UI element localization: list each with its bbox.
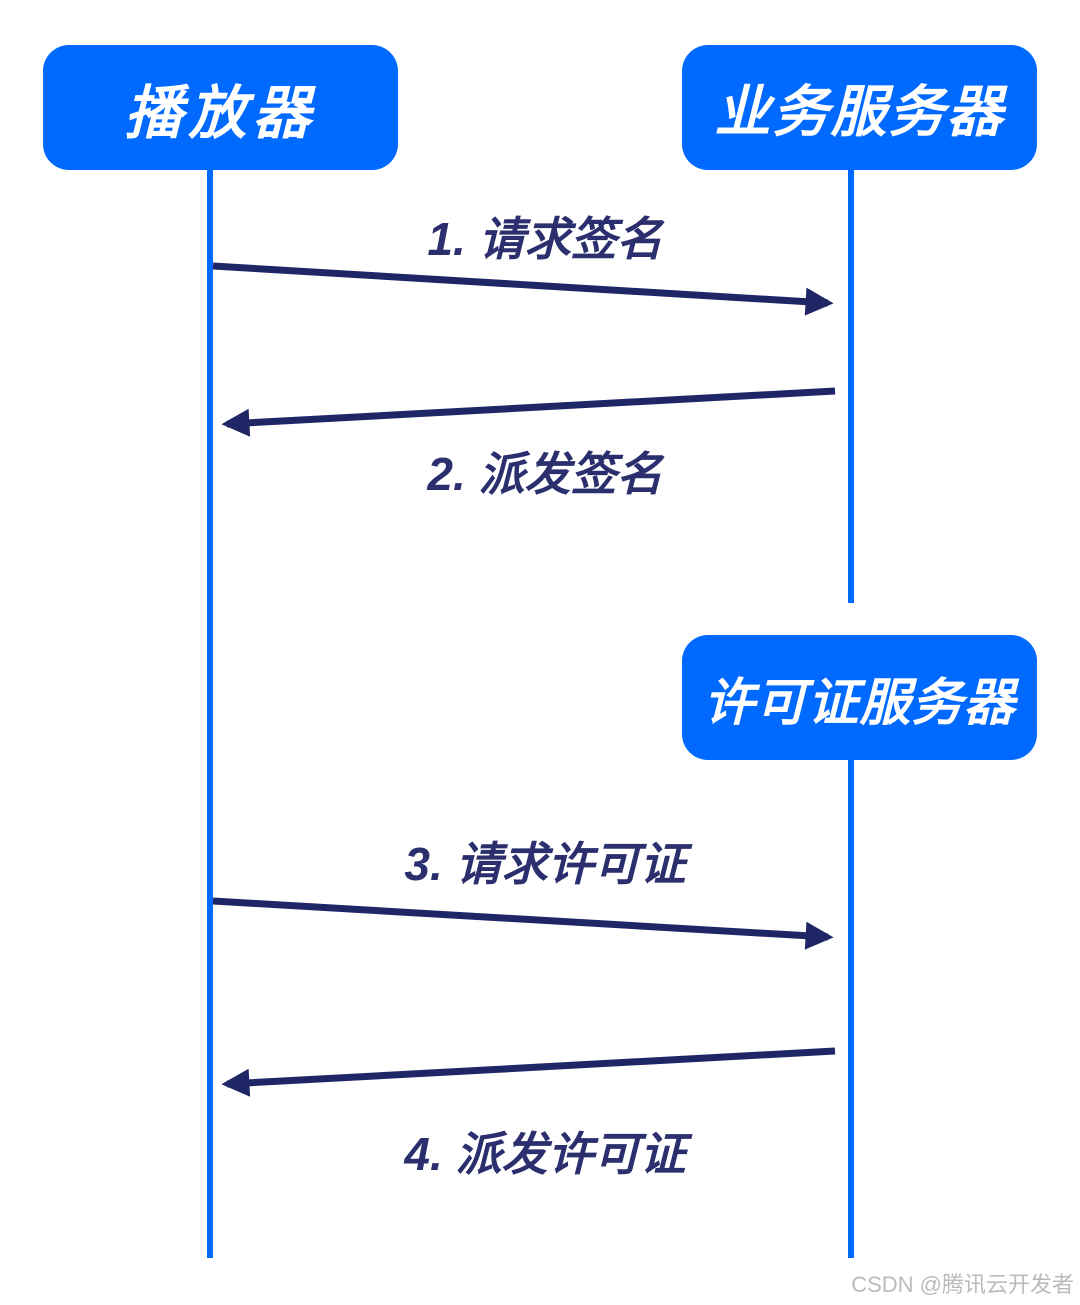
arrow-dispatch-license (221, 1047, 836, 1097)
message-label-dispatch-signature: 2. 派发签名 (427, 448, 663, 500)
lifeline-business-server (848, 170, 854, 603)
arrow-dispatch-signature (221, 387, 836, 437)
actor-player: 播放器 (43, 45, 398, 170)
arrow-request-signature (212, 262, 834, 316)
actor-license-server: 许可证服务器 (682, 635, 1037, 760)
actor-business-server: 业务服务器 (682, 45, 1037, 170)
actor-license-server-label: 许可证服务器 (703, 673, 1016, 731)
message-label-dispatch-license: 4. 派发许可证 (404, 1128, 686, 1180)
actor-player-label: 播放器 (124, 80, 317, 146)
actor-business-server-label: 业务服务器 (714, 80, 1005, 143)
arrow-request-license (212, 897, 834, 950)
lifeline-player (207, 170, 213, 1258)
watermark: CSDN @腾讯云开发者 (851, 1272, 1074, 1297)
message-label-request-license: 3. 请求许可证 (404, 838, 686, 890)
lifeline-license-server (848, 760, 854, 1258)
message-label-request-signature: 1. 请求签名 (427, 213, 663, 265)
